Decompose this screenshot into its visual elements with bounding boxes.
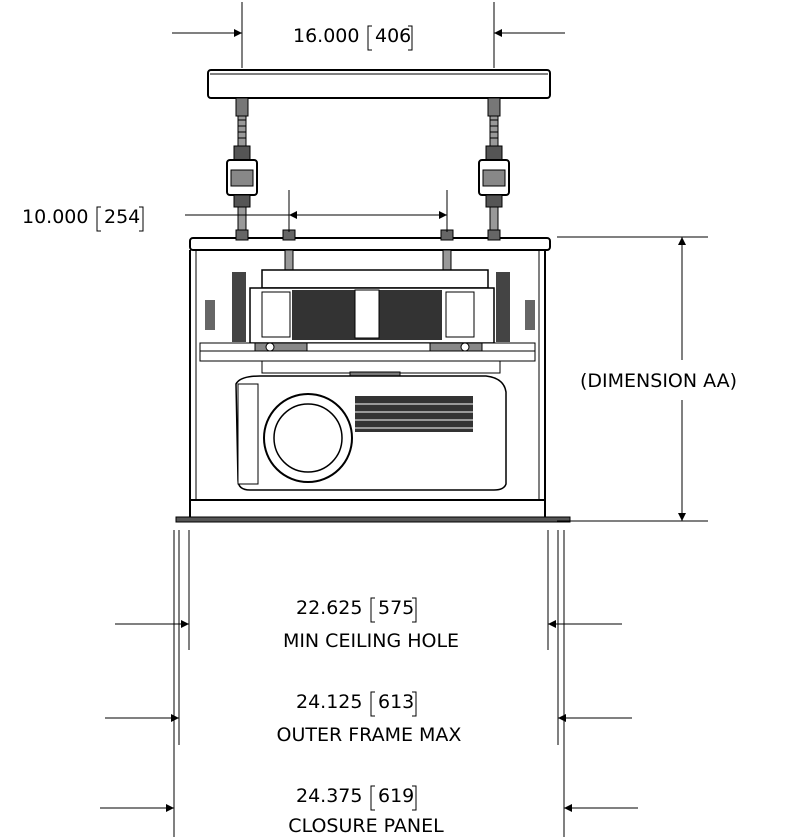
closure-panel-metric: 619 xyxy=(378,785,414,807)
side-springs xyxy=(205,272,535,342)
outer-frame-max-metric: 613 xyxy=(378,691,414,713)
label-outer-frame-max: 24.125 613 OUTER FRAME MAX xyxy=(277,691,462,746)
min-ceiling-hole-metric: 575 xyxy=(378,597,414,619)
threaded-rod-left xyxy=(226,97,258,234)
min-ceiling-hole-value: 22.625 xyxy=(296,597,362,619)
lift-housing xyxy=(175,229,571,523)
top-width-value: 16.000 xyxy=(293,25,359,47)
min-ceiling-hole-caption: MIN CEILING HOLE xyxy=(283,630,459,652)
label-top-width: 16.000 406 xyxy=(293,25,413,51)
dim-rod-spacing xyxy=(185,190,448,232)
rod-spacing-metric: 254 xyxy=(104,206,140,228)
heat-sink-fins xyxy=(261,289,475,340)
label-rod-spacing: 10.000 254 xyxy=(22,206,144,232)
outer-frame-max-value: 24.125 xyxy=(296,691,362,713)
projector-body xyxy=(235,360,507,491)
lift-mechanism xyxy=(199,249,536,362)
top-mounting-plate xyxy=(207,69,551,99)
label-min-ceiling-hole: 22.625 575 MIN CEILING HOLE xyxy=(283,597,459,652)
bottom-extension-lines xyxy=(173,530,565,837)
height-label: (DIMENSION AA) xyxy=(580,370,737,392)
top-width-metric: 406 xyxy=(375,25,411,47)
dim-height xyxy=(557,236,708,522)
outer-frame-max-caption: OUTER FRAME MAX xyxy=(277,724,462,746)
label-closure-panel: 24.375 619 CLOSURE PANEL xyxy=(288,785,444,837)
dim-top-width xyxy=(172,2,565,68)
rod-spacing-value: 10.000 xyxy=(22,206,88,228)
closure-panel-caption: CLOSURE PANEL xyxy=(288,815,444,837)
closure-panel-value: 24.375 xyxy=(296,785,362,807)
threaded-rod-right xyxy=(478,97,510,234)
